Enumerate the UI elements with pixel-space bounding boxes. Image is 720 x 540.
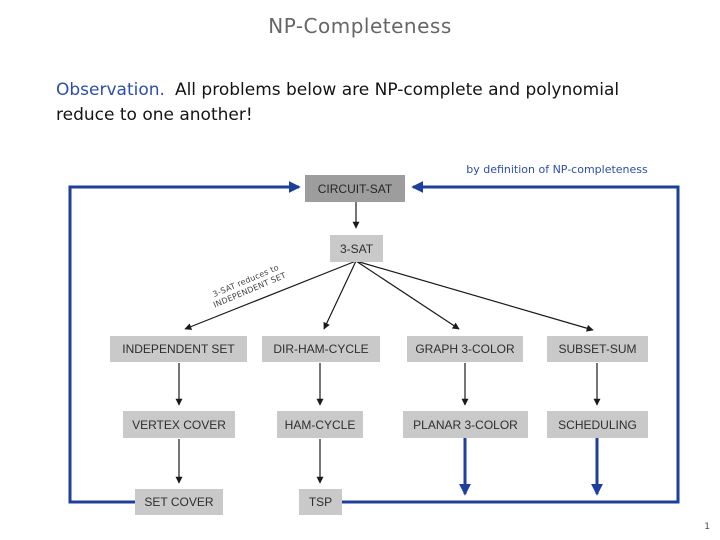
page-number: 1 [704, 522, 710, 532]
observation-label: Observation. [56, 80, 165, 100]
node-dir-ham-cycle: DIR-HAM-CYCLE [262, 336, 380, 362]
node-3-sat: 3-SAT [330, 235, 383, 262]
annotation-by-definition: by definition of NP-completeness [466, 163, 648, 176]
edge-3sat-graph3color [355, 260, 460, 330]
node-tsp: TSP [299, 489, 342, 515]
blue-loop-left [68, 181, 301, 504]
observation-paragraph: Observation. All problems below are NP-co… [56, 78, 626, 128]
node-circuit-sat: CIRCUIT-SAT [305, 175, 405, 202]
node-graph-3-color: GRAPH 3-COLOR [407, 336, 523, 362]
node-scheduling: SCHEDULING [547, 411, 648, 438]
edge-3sat-subsetsum [355, 260, 594, 332]
edge-3sat-independentset [184, 260, 357, 330]
node-ham-cycle: HAM-CYCLE [277, 411, 363, 438]
node-planar-3-color: PLANAR 3-COLOR [403, 411, 528, 438]
blue-loop-right [342, 181, 680, 504]
edge-3sat-dirhamcycle [323, 260, 357, 330]
node-vertex-cover: VERTEX COVER [123, 411, 235, 438]
node-set-cover: SET COVER [135, 489, 223, 515]
node-subset-sum: SUBSET-SUM [547, 336, 648, 362]
observation-line1: All problems below are NP-complete and p… [174, 80, 620, 100]
page-title: NP-Completeness [268, 14, 452, 38]
node-independent-set: INDEPENDENT SET [110, 336, 247, 362]
observation-line2: reduce to one another! [56, 105, 253, 125]
